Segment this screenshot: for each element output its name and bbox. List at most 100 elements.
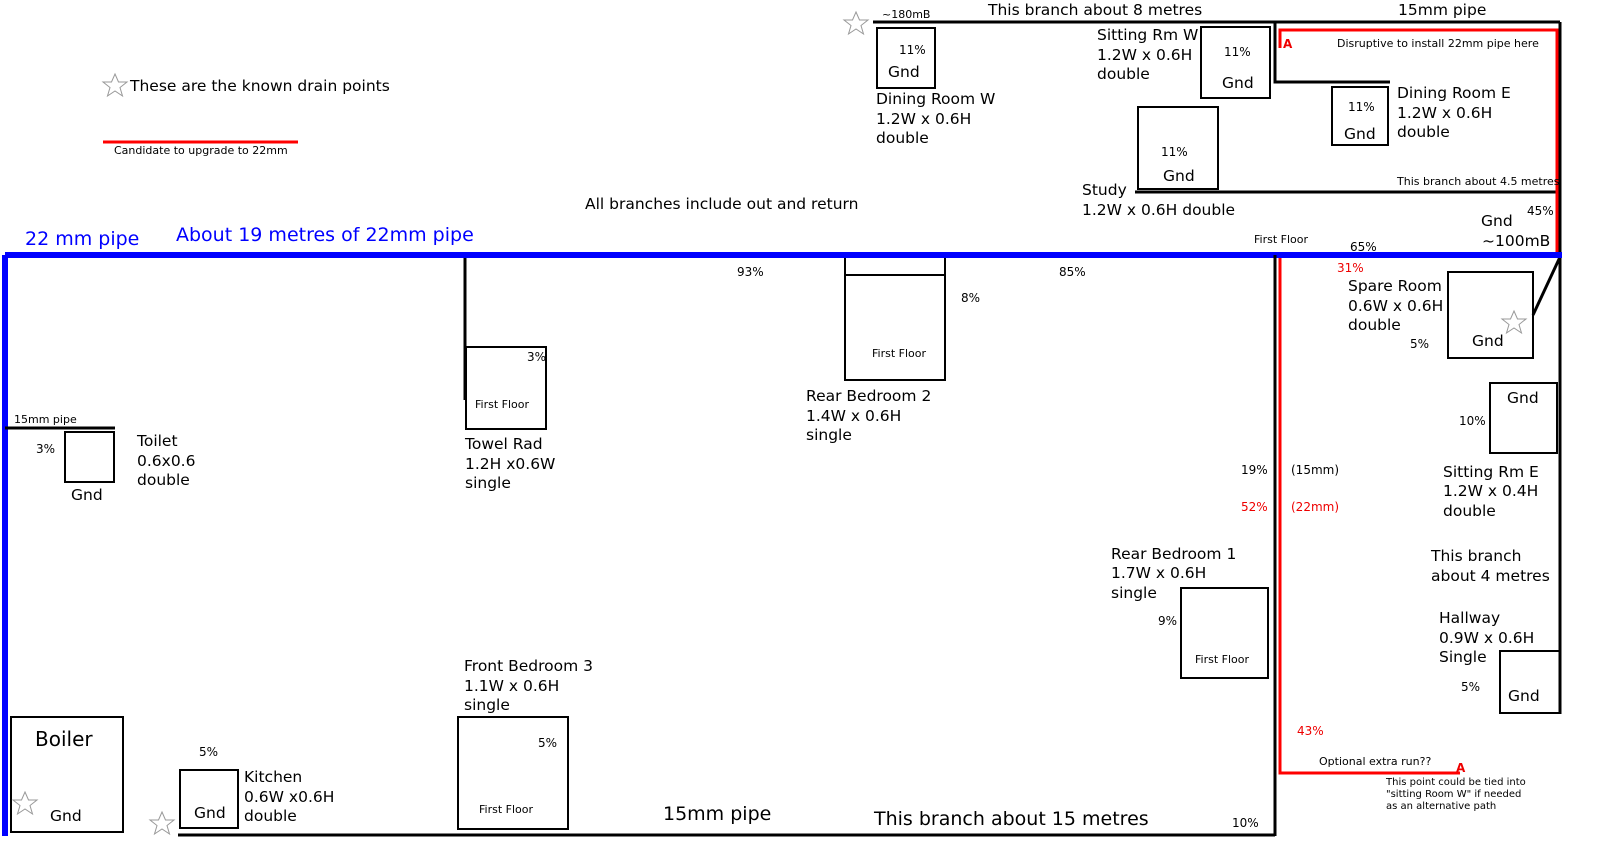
marker-a-top: A bbox=[1283, 37, 1293, 51]
svg-text:single: single bbox=[806, 426, 852, 444]
svg-text:Gnd: Gnd bbox=[194, 804, 226, 822]
svg-text:5%: 5% bbox=[538, 736, 557, 750]
svg-text:single: single bbox=[1111, 584, 1157, 602]
svg-text:1.7W x 0.6H: 1.7W x 0.6H bbox=[1111, 564, 1206, 582]
svg-text:Sitting Rm W: Sitting Rm W bbox=[1097, 26, 1198, 44]
note-branch-8m: This branch about 8 metres bbox=[987, 1, 1202, 19]
svg-text:10%: 10% bbox=[1459, 414, 1486, 428]
svg-text:0.6x0.6: 0.6x0.6 bbox=[137, 452, 195, 470]
svg-text:Gnd: Gnd bbox=[1222, 74, 1254, 92]
svg-text:Kitchen: Kitchen bbox=[244, 768, 302, 786]
svg-text:1.2W x 0.6H: 1.2W x 0.6H bbox=[1097, 46, 1192, 64]
svg-text:Rear Bedroom 1: Rear Bedroom 1 bbox=[1111, 545, 1236, 563]
svg-text:Spare Room: Spare Room bbox=[1348, 277, 1442, 295]
svg-text:First Floor: First Floor bbox=[1195, 653, 1249, 666]
svg-text:double: double bbox=[244, 807, 297, 825]
svg-text:Gnd: Gnd bbox=[1507, 389, 1539, 407]
svg-text:Gnd: Gnd bbox=[1344, 125, 1376, 143]
svg-text:Sitting Rm E: Sitting Rm E bbox=[1443, 463, 1539, 481]
svg-text:11%: 11% bbox=[899, 43, 926, 57]
note-tie-3: as an alternative path bbox=[1386, 801, 1496, 812]
radiator-toilet: 3% Gnd Toilet 0.6x0.6 double bbox=[36, 431, 195, 504]
svg-text:Single: Single bbox=[1439, 648, 1487, 666]
radiator-hallway: Gnd 5% Hallway 0.9W x 0.6H Single bbox=[1439, 609, 1561, 714]
label-22mm: (22mm) bbox=[1291, 500, 1339, 514]
svg-text:First Floor: First Floor bbox=[872, 347, 926, 360]
svg-text:3%: 3% bbox=[527, 350, 546, 364]
label-15mm-toilet: 15mm pipe bbox=[14, 413, 77, 426]
legend-candidate: Candidate to upgrade to 22mm bbox=[114, 144, 288, 157]
svg-text:double: double bbox=[1443, 502, 1496, 520]
note-branch-4-5m: This branch about 4.5 metres bbox=[1396, 175, 1560, 188]
svg-text:0.6W x 0.6H: 0.6W x 0.6H bbox=[1348, 297, 1443, 315]
pct-19: 19% bbox=[1241, 463, 1268, 477]
star-icon bbox=[843, 11, 869, 35]
radiator-front-bedroom-3: 5% First Floor Front Bedroom 3 1.1W x 0.… bbox=[457, 657, 593, 830]
note-15mm-bottom: 15mm pipe bbox=[663, 803, 771, 825]
boiler: Boiler Gnd bbox=[10, 716, 124, 833]
pressure-180mb: ~180mB bbox=[882, 8, 930, 21]
svg-text:Gnd: Gnd bbox=[71, 486, 103, 504]
svg-text:Gnd: Gnd bbox=[1472, 332, 1504, 350]
svg-text:1.2W x 0.6H: 1.2W x 0.6H bbox=[1397, 104, 1492, 122]
svg-text:Boiler: Boiler bbox=[35, 727, 93, 751]
svg-text:1.2W x 0.6H: 1.2W x 0.6H bbox=[876, 110, 971, 128]
pct-10: 10% bbox=[1232, 816, 1259, 830]
svg-text:1.2W x 0.6H double: 1.2W x 0.6H double bbox=[1082, 201, 1235, 219]
note-branch-15m: This branch about 15 metres bbox=[873, 808, 1149, 830]
svg-text:double: double bbox=[137, 471, 190, 489]
svg-text:Gnd: Gnd bbox=[1163, 167, 1195, 185]
pct-52: 52% bbox=[1241, 500, 1268, 514]
pct-8: 8% bbox=[961, 291, 980, 305]
svg-text:1.4W x 0.6H: 1.4W x 0.6H bbox=[806, 407, 901, 425]
pct-45: 45% bbox=[1527, 204, 1554, 218]
pct-65: 65% bbox=[1350, 240, 1377, 254]
svg-text:0.9W x 0.6H: 0.9W x 0.6H bbox=[1439, 629, 1534, 647]
svg-text:11%: 11% bbox=[1348, 100, 1375, 114]
label-19-metres: About 19 metres of 22mm pipe bbox=[176, 224, 474, 246]
note-all-branches: All branches include out and return bbox=[585, 195, 858, 213]
note-tie-1: This point could be tied into bbox=[1385, 777, 1526, 788]
svg-text:11%: 11% bbox=[1161, 145, 1188, 159]
note-disruptive: Disruptive to install 22mm pipe here bbox=[1337, 37, 1539, 50]
star-icon bbox=[102, 73, 128, 97]
pct-43: 43% bbox=[1297, 724, 1324, 738]
radiator-rear-bedroom-1: First Floor 9% Rear Bedroom 1 1.7W x 0.6… bbox=[1111, 545, 1269, 679]
svg-text:5%: 5% bbox=[1461, 680, 1480, 694]
svg-text:Hallway: Hallway bbox=[1439, 609, 1500, 627]
svg-text:double: double bbox=[876, 129, 929, 147]
note-optional-run: Optional extra run?? bbox=[1319, 755, 1431, 768]
svg-text:Toilet: Toilet bbox=[136, 432, 178, 450]
note-branch-4m-1: This branch bbox=[1430, 547, 1521, 565]
radiator-spare-room: Gnd Spare Room 0.6W x 0.6H double 5% bbox=[1348, 271, 1534, 359]
svg-text:First Floor: First Floor bbox=[475, 398, 529, 411]
radiator-towel-rad: 3% First Floor Towel Rad 1.2H x0.6W sing… bbox=[464, 346, 555, 492]
label-22mm-pipe: 22 mm pipe bbox=[25, 228, 139, 250]
svg-text:3%: 3% bbox=[36, 442, 55, 456]
pct-85: 85% bbox=[1059, 265, 1086, 279]
svg-text:Rear Bedroom 2: Rear Bedroom 2 bbox=[806, 387, 931, 405]
radiator-sitting-rm-e: Gnd 10% Sitting Rm E 1.2W x 0.4H double bbox=[1443, 382, 1558, 520]
svg-text:First Floor: First Floor bbox=[479, 803, 533, 816]
svg-text:Dining Room W: Dining Room W bbox=[876, 90, 995, 108]
pct-93: 93% bbox=[737, 265, 764, 279]
svg-text:single: single bbox=[464, 696, 510, 714]
note-branch-4m-2: about 4 metres bbox=[1431, 567, 1550, 585]
label-first-floor: First Floor bbox=[1254, 233, 1308, 246]
svg-text:single: single bbox=[465, 474, 511, 492]
svg-text:double: double bbox=[1097, 65, 1150, 83]
svg-text:double: double bbox=[1348, 316, 1401, 334]
svg-text:5%: 5% bbox=[1410, 337, 1429, 351]
svg-text:Gnd: Gnd bbox=[50, 807, 82, 825]
svg-text:Gnd: Gnd bbox=[888, 63, 920, 81]
label-gnd-100: Gnd bbox=[1481, 212, 1513, 230]
label-15mm: (15mm) bbox=[1291, 463, 1339, 477]
radiator-dining-room-e: 11% Gnd Dining Room E 1.2W x 0.6H double bbox=[1331, 84, 1511, 146]
pressure-100mb: ~100mB bbox=[1482, 232, 1550, 250]
note-tie-2: "sitting Room W" if needed bbox=[1386, 789, 1521, 800]
svg-text:double: double bbox=[1397, 123, 1450, 141]
radiator-study: 11% Gnd Study 1.2W x 0.6H double bbox=[1082, 106, 1235, 219]
svg-text:1.2H x0.6W: 1.2H x0.6W bbox=[465, 455, 555, 473]
legend-drain-points: These are the known drain points bbox=[129, 77, 390, 95]
